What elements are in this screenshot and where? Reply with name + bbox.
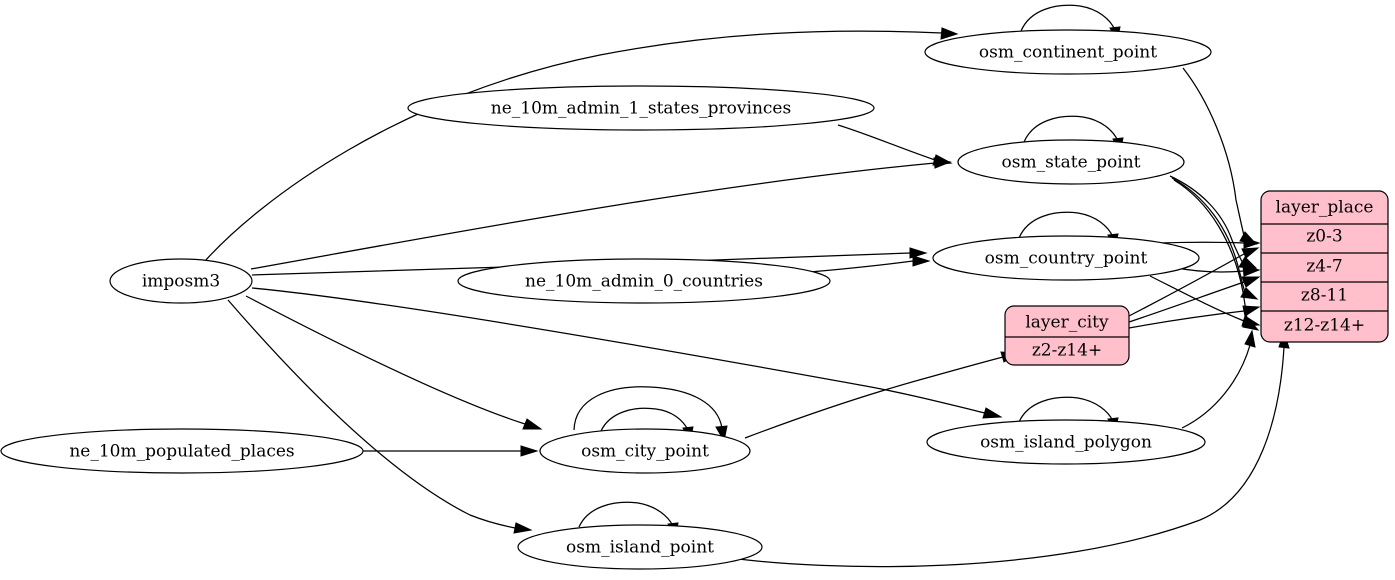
edge-ne-states-to-osm-state-point (837, 124, 936, 161)
node-shape[interactable] (407, 85, 875, 131)
node-label: osm_country_point (985, 249, 1148, 269)
node-label: osm_continent_point (979, 43, 1157, 63)
node-layer-place[interactable]: layer_place z0-3 z4-7 z8-11 z12-z14+ (1260, 190, 1389, 343)
layer-place-row-z0-3[interactable]: z0-3 (1306, 227, 1342, 247)
node-ne-10m-admin-1-states-provinces[interactable]: ne_10m_admin_1_states_provinces (407, 85, 875, 131)
arrowhead (912, 255, 931, 267)
layer-place-row-z8-11[interactable]: z8-11 (1301, 286, 1348, 306)
arrowhead (522, 418, 543, 430)
arrowhead (1242, 305, 1261, 317)
layer-place-box[interactable] (1260, 190, 1389, 343)
edge-self-osm-city-point-outer (573, 386, 723, 431)
node-shape[interactable] (924, 29, 1212, 75)
node-imposm3[interactable]: imposm3 (109, 258, 253, 304)
edge-imposm3-to-osm-state-point (250, 162, 936, 270)
node-shape[interactable] (957, 139, 1185, 185)
node-shape[interactable] (109, 258, 253, 304)
arrowhead (1242, 265, 1261, 277)
node-osm-state-point[interactable]: osm_state_point (957, 139, 1185, 185)
node-ne-10m-admin-0-countries[interactable]: ne_10m_admin_0_countries (457, 258, 831, 304)
edge-osm-state-point-to-layer-place-z8-11 (1171, 177, 1247, 297)
node-shape[interactable] (932, 235, 1200, 281)
node-label: osm_city_point (581, 442, 709, 462)
node-osm-continent-point[interactable]: osm_continent_point (924, 29, 1212, 75)
arrowhead (1241, 276, 1261, 288)
edge-layer-city-to-layer-place-z8-11 (1128, 281, 1245, 323)
node-osm-city-point[interactable]: osm_city_point (539, 428, 751, 474)
edge-self-osm-state-point (1023, 115, 1119, 143)
arrowhead (1244, 329, 1256, 348)
node-label: imposm3 (142, 272, 220, 292)
node-osm-island-point[interactable]: osm_island_point (517, 524, 763, 570)
node-shape[interactable] (0, 428, 364, 474)
arrowhead (1238, 256, 1258, 269)
node-label: osm_island_point (566, 538, 714, 558)
node-shape[interactable] (926, 419, 1206, 465)
layer-city-box[interactable] (1004, 305, 1130, 366)
edge-osm-continent-point-to-layer-place-z0-3 (1182, 67, 1246, 241)
edge-imposm3-to-osm-city-point (245, 295, 526, 425)
node-label: osm_state_point (1002, 153, 1141, 173)
layer-city-header: layer_city (1025, 313, 1109, 333)
edge-self-osm-island-polygon (1018, 396, 1114, 423)
edge-self-osm-country-point (1018, 211, 1114, 239)
arrowhead (982, 407, 1003, 419)
arrowhead (513, 522, 533, 534)
edge-imposm3-to-osm-continent-point (204, 30, 943, 262)
edge-imposm3-to-osm-island-point (227, 299, 516, 529)
layer-place-header: layer_place (1276, 198, 1374, 218)
edge-osm-state-point-to-layer-place-z4-7 (1169, 175, 1245, 266)
node-ne-10m-populated-places[interactable]: ne_10m_populated_places (0, 428, 364, 474)
arrowhead (909, 247, 928, 259)
edge-layer (204, 4, 1290, 568)
edge-ne-countries-to-osm-country-point (809, 260, 914, 273)
node-label: ne_10m_admin_1_states_provinces (491, 99, 791, 119)
node-osm-island-polygon[interactable]: osm_island_polygon (926, 419, 1206, 465)
arrowhead (932, 154, 953, 166)
node-shape[interactable] (539, 428, 751, 474)
layer-city-row-z2-z14[interactable]: z2-z14+ (1032, 341, 1102, 361)
record-layer: layer_place z0-3 z4-7 z8-11 z12-z14+ lay… (1004, 190, 1389, 366)
node-label: osm_island_polygon (980, 433, 1152, 453)
layer-place-row-z12-z14[interactable]: z12-z14+ (1284, 316, 1365, 336)
arrowhead (1243, 237, 1261, 249)
node-shape[interactable] (457, 258, 831, 304)
edge-self-osm-island-point (578, 501, 674, 528)
edge-layer-city-to-layer-place-z12-z14 (1128, 310, 1245, 329)
arrowhead (1241, 315, 1261, 327)
edge-osm-city-point-to-layer-city (744, 356, 1004, 439)
arrowhead (940, 27, 959, 40)
node-osm-country-point[interactable]: osm_country_point (932, 235, 1200, 281)
arrowhead (520, 445, 539, 457)
edge-osm-country-point-to-layer-place-z4-7 (1159, 241, 1245, 244)
edge-self-osm-city-point-inner (600, 407, 689, 432)
edge-self-osm-continent-point (1020, 4, 1116, 32)
edge-osm-island-point-to-layer-place (722, 346, 1285, 568)
arrowhead (1241, 247, 1260, 259)
edge-layer-city-to-layer-place-z4-7 (1128, 253, 1245, 317)
node-shape[interactable] (517, 524, 763, 570)
node-label: ne_10m_populated_places (69, 442, 294, 462)
edge-osm-island-polygon-to-layer-place (1181, 344, 1251, 429)
node-layer-city[interactable]: layer_city z2-z14+ (1004, 305, 1130, 366)
node-layer: imposm3 ne_10m_admin_1_states_provinces … (0, 29, 1212, 570)
node-label: ne_10m_admin_0_countries (525, 272, 763, 292)
edge-imposm3-to-osm-island-polygon (251, 287, 986, 414)
layer-place-row-z4-7[interactable]: z4-7 (1306, 257, 1342, 277)
